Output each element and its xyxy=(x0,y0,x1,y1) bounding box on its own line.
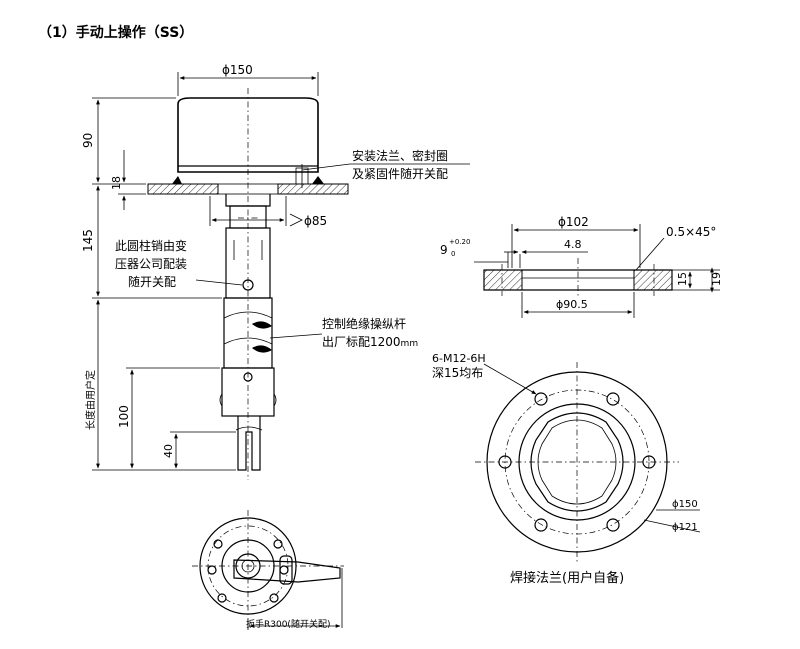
note-rod-2: 出厂标配1200mm xyxy=(322,335,418,349)
dim-145: 145 xyxy=(81,229,95,252)
wrench-handle xyxy=(233,559,341,583)
dim-flange-d102: ϕ102 xyxy=(558,215,589,229)
side-view: ϕ150 90 18 145 长度由用户定 100 40 ϕ85 安装法兰、密封… xyxy=(81,63,470,480)
dim-18: 18 xyxy=(110,176,123,190)
note-pin-1: 此圆柱销由变 xyxy=(115,238,187,253)
flange-plate-left xyxy=(147,183,219,195)
note-flange-2: 及紧固件随开关配 xyxy=(352,166,448,181)
weld-flange-plan: 6-M12-6H 深15均布 ϕ150 ϕ121 焊接法兰(用户自备) xyxy=(432,352,701,586)
note-pin-2: 压器公司配装 xyxy=(115,257,187,271)
dim-40: 40 xyxy=(162,444,175,458)
dim-shaft-d85: ϕ85 xyxy=(304,214,327,228)
flange-plate-right xyxy=(277,183,349,195)
note-pin-3: 随开关配 xyxy=(128,274,176,289)
dim-flange-d905: ϕ90.5 xyxy=(556,298,588,311)
dim-flange-19: 19 xyxy=(710,272,723,286)
flange-section: ϕ102 4.8 0.5×45° 9 +0.20 0 15 19 ϕ90.5 xyxy=(440,215,723,318)
fork-end xyxy=(237,416,261,471)
dim-tol-zero: 0 xyxy=(451,250,455,258)
dim-flange-15: 15 xyxy=(676,272,689,286)
dim-flange-9: 9 xyxy=(440,243,448,257)
weld-flange-caption: 焊接法兰(用户自备) xyxy=(510,570,624,586)
wrench-caption: 扳手R300(随开关配) xyxy=(246,618,330,630)
dim-circle-d150: ϕ150 xyxy=(672,499,698,510)
note-flange-1: 安装法兰、密封圈 xyxy=(352,148,448,163)
dim-90: 90 xyxy=(81,133,95,148)
dim-tol-plus: +0.20 xyxy=(449,238,470,246)
dim-bolts-depth: 深15均布 xyxy=(432,366,483,380)
dim-100: 100 xyxy=(117,405,131,428)
note-rod-1: 控制绝缘操纵杆 xyxy=(322,316,406,331)
dim-chamfer: 0.5×45° xyxy=(666,225,716,239)
dim-bolts: 6-M12-6H xyxy=(432,352,486,365)
top-housing xyxy=(177,97,319,173)
dim-top-diameter: ϕ150 xyxy=(222,63,253,77)
dim-length-user: 长度由用户定 xyxy=(84,370,97,430)
dim-flange-48: 4.8 xyxy=(564,238,582,251)
dim-circle-d121: ϕ121 xyxy=(672,522,698,533)
page-title: （1）手动上操作（SS） xyxy=(38,25,194,41)
wrench-top-view: 扳手R300(随开关配) xyxy=(192,510,344,630)
